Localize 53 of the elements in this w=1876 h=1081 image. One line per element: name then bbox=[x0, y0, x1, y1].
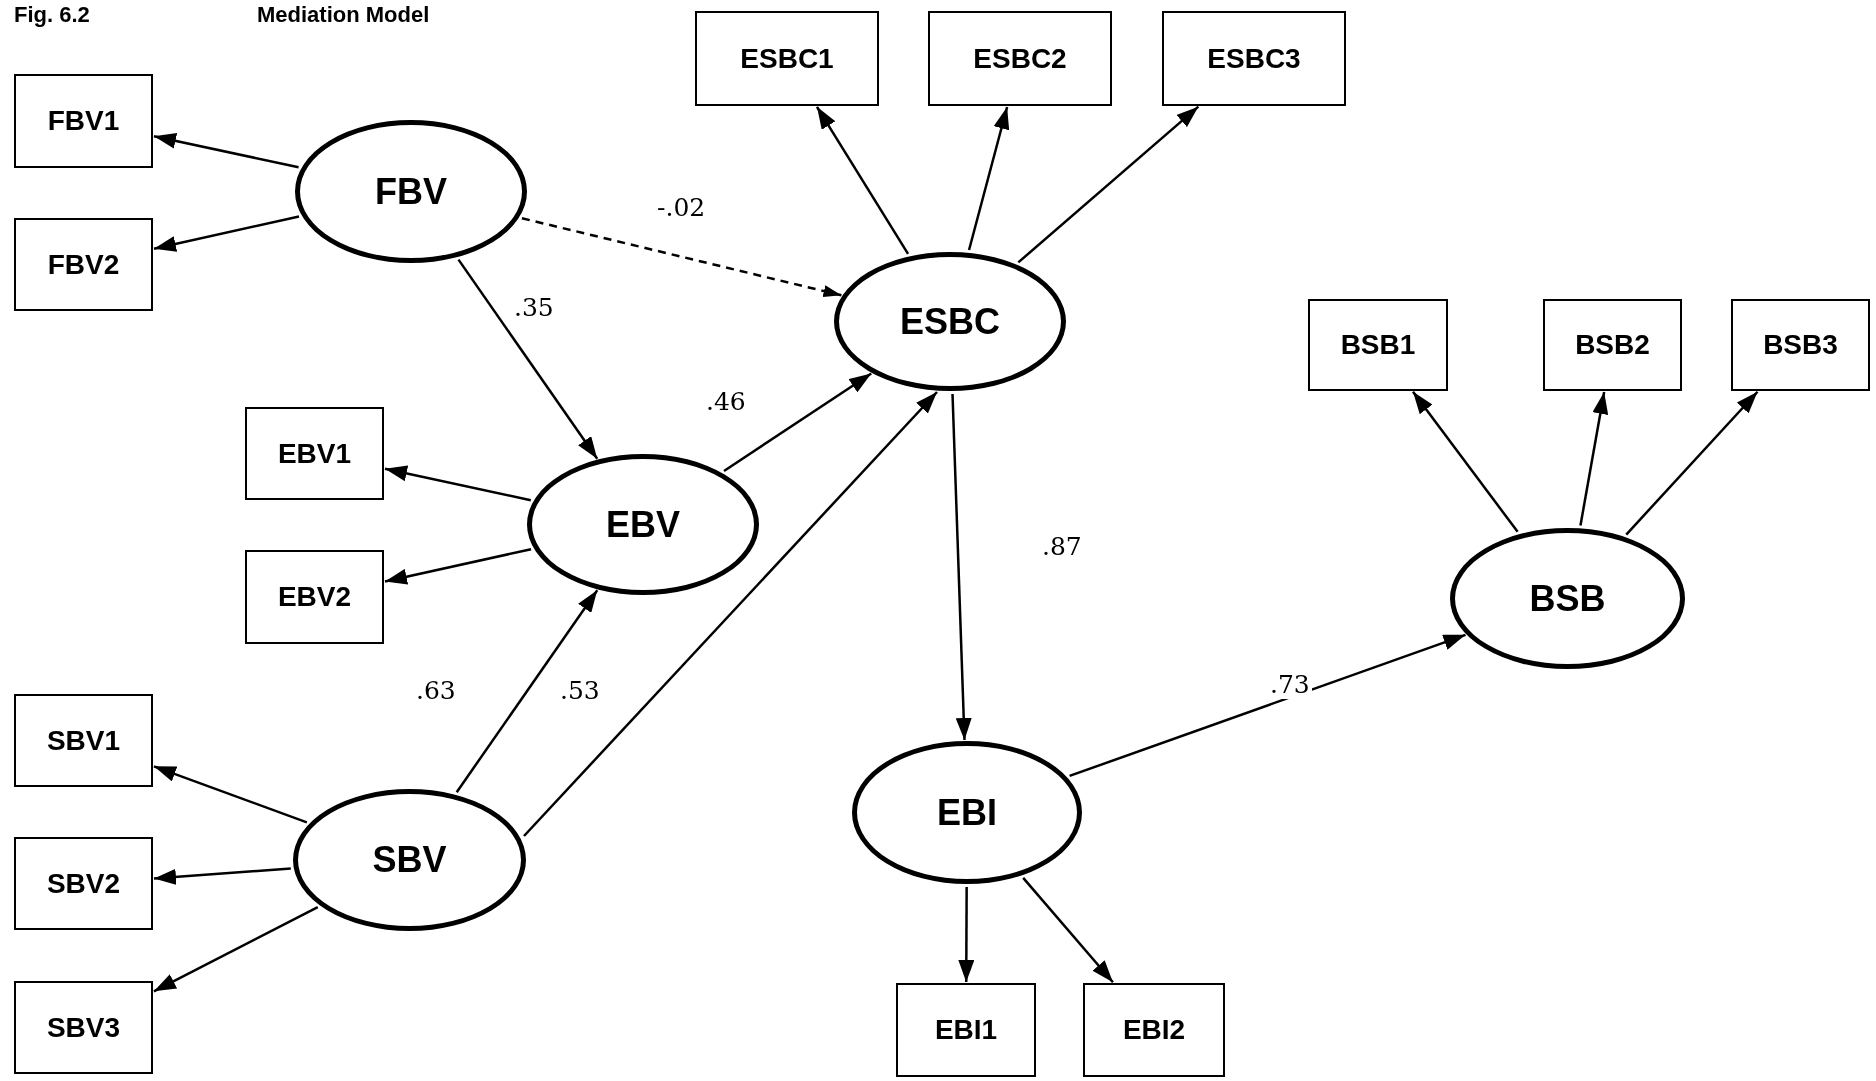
arrow bbox=[153, 867, 291, 885]
indicator-box bbox=[245, 550, 384, 644]
indicator-box bbox=[1083, 983, 1225, 1077]
arrow bbox=[1017, 105, 1200, 264]
variable-name: BSB3 bbox=[1763, 329, 1838, 361]
variable-name: FBV bbox=[375, 170, 447, 213]
variable-name: EBI2 bbox=[1122, 1014, 1186, 1046]
variable-name: EBV1 bbox=[277, 437, 352, 470]
variable-name: ESBC2 bbox=[973, 42, 1067, 75]
variable-name: SBV1 bbox=[46, 724, 121, 757]
variable-name: SBV3 bbox=[46, 1011, 121, 1044]
variable-name: SBV2 bbox=[46, 867, 121, 900]
arrow bbox=[723, 372, 872, 472]
indicator-box bbox=[896, 983, 1036, 1077]
variable-name: ESBC bbox=[900, 300, 1000, 343]
variable-name: EBI bbox=[937, 791, 997, 834]
indicator-box bbox=[14, 837, 153, 930]
indicator-box bbox=[928, 11, 1112, 106]
indicator-box bbox=[695, 11, 879, 106]
variable-name: FBV1 bbox=[47, 105, 120, 137]
arrow bbox=[153, 133, 299, 169]
arrow bbox=[521, 217, 842, 297]
arrow bbox=[1579, 391, 1609, 526]
arrow bbox=[1625, 390, 1759, 536]
variable-name: ESBC3 bbox=[1207, 42, 1301, 75]
variable-name: ESBC1 bbox=[740, 42, 834, 75]
variable-name: BSB2 bbox=[1575, 329, 1650, 361]
arrow bbox=[958, 887, 975, 982]
indicator-box bbox=[14, 218, 153, 311]
indicator-box bbox=[245, 407, 384, 500]
arrow bbox=[384, 465, 532, 502]
variable-name: BSB bbox=[1529, 577, 1606, 620]
arrow bbox=[384, 548, 532, 585]
variable-name: EBV bbox=[606, 503, 680, 546]
indicator-box bbox=[1543, 299, 1682, 391]
indicator-box bbox=[1308, 299, 1448, 391]
arrow bbox=[951, 393, 972, 741]
variable-name: FBV2 bbox=[47, 248, 120, 281]
indicator-box bbox=[14, 694, 153, 787]
variable-name: EBI1 bbox=[934, 1014, 998, 1046]
figure-title: Mediation Model bbox=[257, 2, 430, 28]
indicator-box bbox=[14, 981, 153, 1074]
indicator-box bbox=[14, 74, 153, 168]
arrow bbox=[153, 215, 300, 252]
indicator-box bbox=[1162, 11, 1346, 106]
arrow bbox=[153, 765, 308, 824]
arrow bbox=[523, 391, 938, 837]
arrow bbox=[967, 106, 1010, 251]
variable-name: EBV2 bbox=[277, 581, 352, 613]
variable-name: BSB1 bbox=[1340, 329, 1416, 361]
figure-number: Fig. 6.2 bbox=[14, 2, 90, 28]
indicator-box bbox=[1731, 299, 1870, 391]
variable-name: SBV bbox=[372, 839, 447, 881]
